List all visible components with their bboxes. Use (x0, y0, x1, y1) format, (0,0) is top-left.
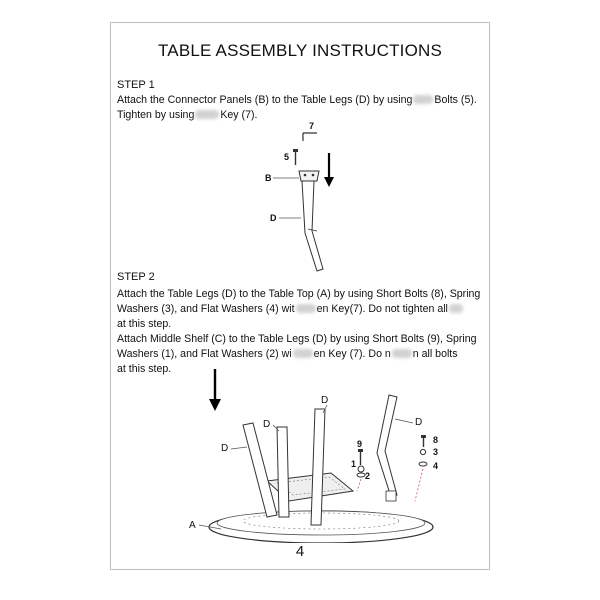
redacted-word (413, 95, 434, 104)
redacted-word (448, 304, 463, 313)
redacted-word (195, 110, 220, 119)
label-leg-d: D (270, 213, 277, 223)
step2-text-2: Attach Middle Shelf (C) to the Table Leg… (117, 332, 489, 377)
step2-heading: STEP 2 (117, 271, 155, 283)
redacted-word (295, 304, 316, 313)
flat-washer-icon (418, 461, 428, 467)
bolt-icon (421, 435, 426, 447)
down-arrow-head-icon (209, 399, 221, 411)
label-key-7: 7 (309, 121, 314, 131)
step1-line1-b: Bolts (5). (434, 94, 477, 106)
bolt-icon (293, 149, 298, 165)
label-leg-d-top: D (321, 395, 328, 406)
table-leg-center (310, 408, 326, 526)
table-leg (301, 180, 324, 272)
label-leg-d-right: D (415, 417, 422, 428)
table-leg-right (376, 394, 398, 502)
label-panel-b: B (265, 173, 272, 183)
down-arrow-head-icon (324, 177, 334, 187)
step1-text: Attach the Connector Panels (B) to the T… (117, 93, 489, 123)
label-bolt-9: 9 (357, 439, 362, 449)
step1-line2-b: Key (7). (220, 109, 258, 121)
flat-washer-icon (356, 472, 366, 478)
bolt-icon (358, 449, 363, 465)
step2-text-1: Attach the Table Legs (D) to the Table T… (117, 287, 489, 332)
label-bolt-8: 8 (433, 435, 438, 445)
step1-line2-a: Tighten by using (117, 109, 195, 121)
label-leg-d-left-top: D (263, 419, 270, 430)
label-washer-3: 3 (433, 447, 438, 457)
step2-p2-line2-a: Washers (1), and Flat Washers (2) wi (117, 348, 292, 360)
hex-key-icon (302, 132, 317, 141)
spring-washer-icon (357, 465, 365, 473)
step2-p1-line2-a: Washers (3), and Flat Washers (4) wit (117, 303, 295, 315)
redacted-word (391, 349, 412, 358)
step2-p2-line2-c: n all bolts (412, 348, 458, 360)
step2-p1-line3: at this step. (117, 318, 172, 330)
step2-p2-line3: at this step. (117, 363, 172, 375)
page-number: 4 (295, 543, 305, 560)
instruction-page: TABLE ASSEMBLY INSTRUCTIONS STEP 1 Attac… (110, 22, 490, 570)
label-leg-d-left: D (221, 443, 228, 454)
step2-diagram: A C D D D D 9 (189, 369, 438, 543)
step2-p2-line2-b: en Key (7). Do n (313, 348, 391, 360)
spring-washer-icon (419, 448, 427, 456)
step2-p2-line1: Attach Middle Shelf (C) to the Table Leg… (117, 333, 477, 345)
step1-diagram: 7 5 B D (265, 121, 334, 272)
step1-line1-a: Attach the Connector Panels (B) to the T… (117, 94, 413, 106)
label-washer-4: 4 (433, 461, 438, 471)
connector-panel (298, 170, 320, 182)
table-leg-left-top (276, 426, 290, 518)
label-top-a: A (189, 520, 196, 531)
page-title: TABLE ASSEMBLY INSTRUCTIONS (157, 41, 443, 60)
step2-p1-line1: Attach the Table Legs (D) to the Table T… (117, 288, 481, 300)
step1-heading: STEP 1 (117, 79, 155, 91)
label-washer-2: 2 (365, 471, 370, 481)
table-leg-left (242, 422, 278, 518)
label-bolt-5: 5 (284, 152, 289, 162)
label-washer-1: 1 (351, 459, 356, 469)
step2-p1-line2-b: en Key(7). Do not tighten all (316, 303, 448, 315)
redacted-word (292, 349, 313, 358)
